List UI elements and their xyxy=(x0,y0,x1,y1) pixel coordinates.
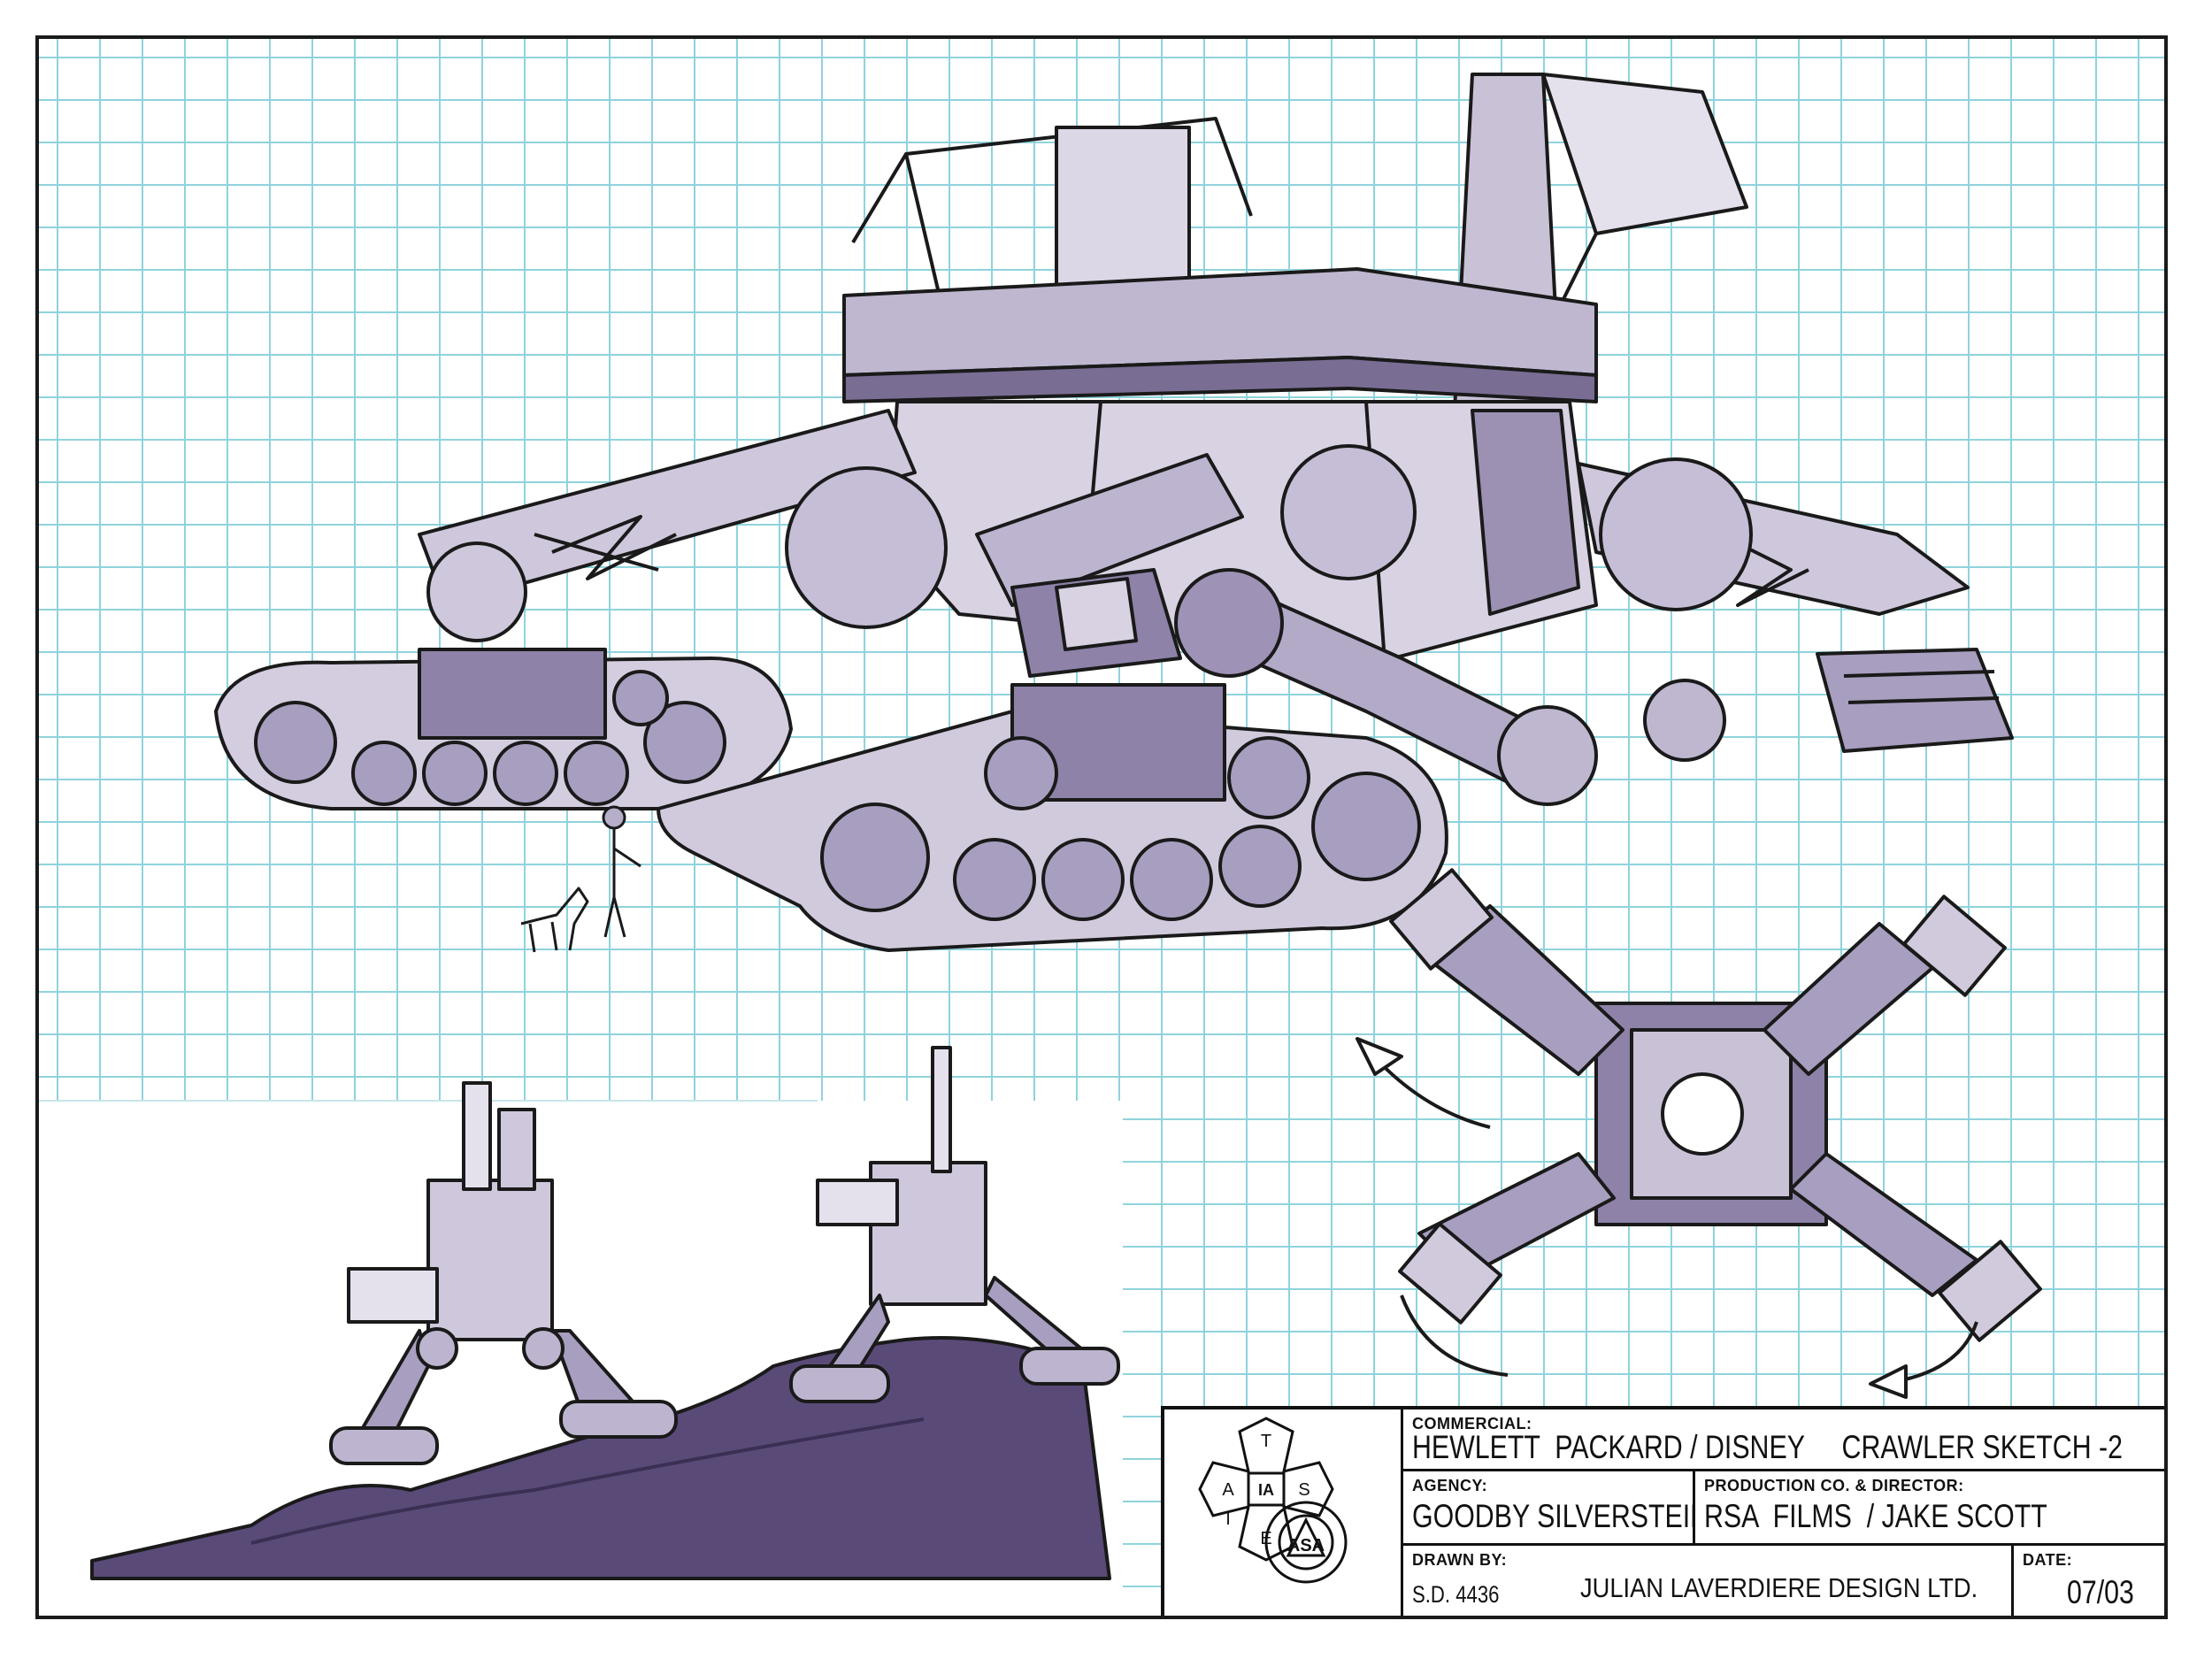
scale-dog-figure xyxy=(520,887,589,953)
date-value: 07/03 xyxy=(2067,1574,2134,1610)
terrain-sketch xyxy=(90,1046,1120,1580)
logo-letter-t: T xyxy=(1261,1432,1271,1451)
agency-label: AGENCY: xyxy=(1412,1477,1488,1494)
commercial-cell: COMMERCIAL: HEWLETT PACKARD / DISNEY CRA… xyxy=(1403,1409,2164,1471)
drawing-sheet: T A S E I IA ASA COMMERCIAL: HEWLETT PAC… xyxy=(35,35,2168,1619)
production-label: PRODUCTION CO. & DIRECTOR: xyxy=(1704,1477,1964,1494)
drawn-by-cell: DRAWN BY: S.D. 4436 JULIAN LAVERDIERE DE… xyxy=(1403,1546,2014,1616)
crawler-sketch-art xyxy=(39,73,2042,1616)
logo-letter-i: I xyxy=(1225,1509,1231,1529)
date-label: DATE: xyxy=(2023,1551,2073,1569)
studio-name: JULIAN LAVERDIERE DESIGN LTD. xyxy=(1580,1572,1978,1603)
production-value: RSA FILMS / JAKE SCOTT xyxy=(1704,1498,2047,1534)
logo-badge-text: ASA xyxy=(1287,1536,1325,1555)
date-cell: DATE: 07/03 xyxy=(2014,1546,2164,1616)
logo-letter-s: S xyxy=(1298,1480,1310,1500)
logo-letter-e: E xyxy=(1260,1529,1271,1548)
scale-person-figure xyxy=(602,805,641,938)
logo-letter-a: A xyxy=(1222,1480,1234,1500)
commercial-value: HEWLETT PACKARD / DISNEY CRAWLER SKETCH … xyxy=(1412,1429,2124,1465)
united-scenic-artists-logo: T A S E I IA ASA xyxy=(1198,1417,1348,1584)
drawn-by-label: DRAWN BY: xyxy=(1412,1551,1508,1569)
agency-value: GOODBY SILVERSTEIN xyxy=(1412,1498,1710,1534)
commercial-label: COMMERCIAL: xyxy=(1412,1415,1532,1432)
logo-center-text: IA xyxy=(1258,1481,1274,1499)
crawler-plan-view xyxy=(1356,868,2042,1399)
agency-cell: AGENCY: GOODBY SILVERSTEIN xyxy=(1403,1471,1709,1546)
drawn-by-value: S.D. 4436 xyxy=(1412,1581,1500,1608)
union-logo-cell: T A S E I IA ASA xyxy=(1164,1409,1403,1616)
production-cell: PRODUCTION CO. & DIRECTOR: RSA FILMS / J… xyxy=(1695,1471,2164,1546)
main-crawler-drawing xyxy=(214,73,2014,953)
title-block: T A S E I IA ASA COMMERCIAL: HEWLETT PAC… xyxy=(1161,1406,2164,1616)
